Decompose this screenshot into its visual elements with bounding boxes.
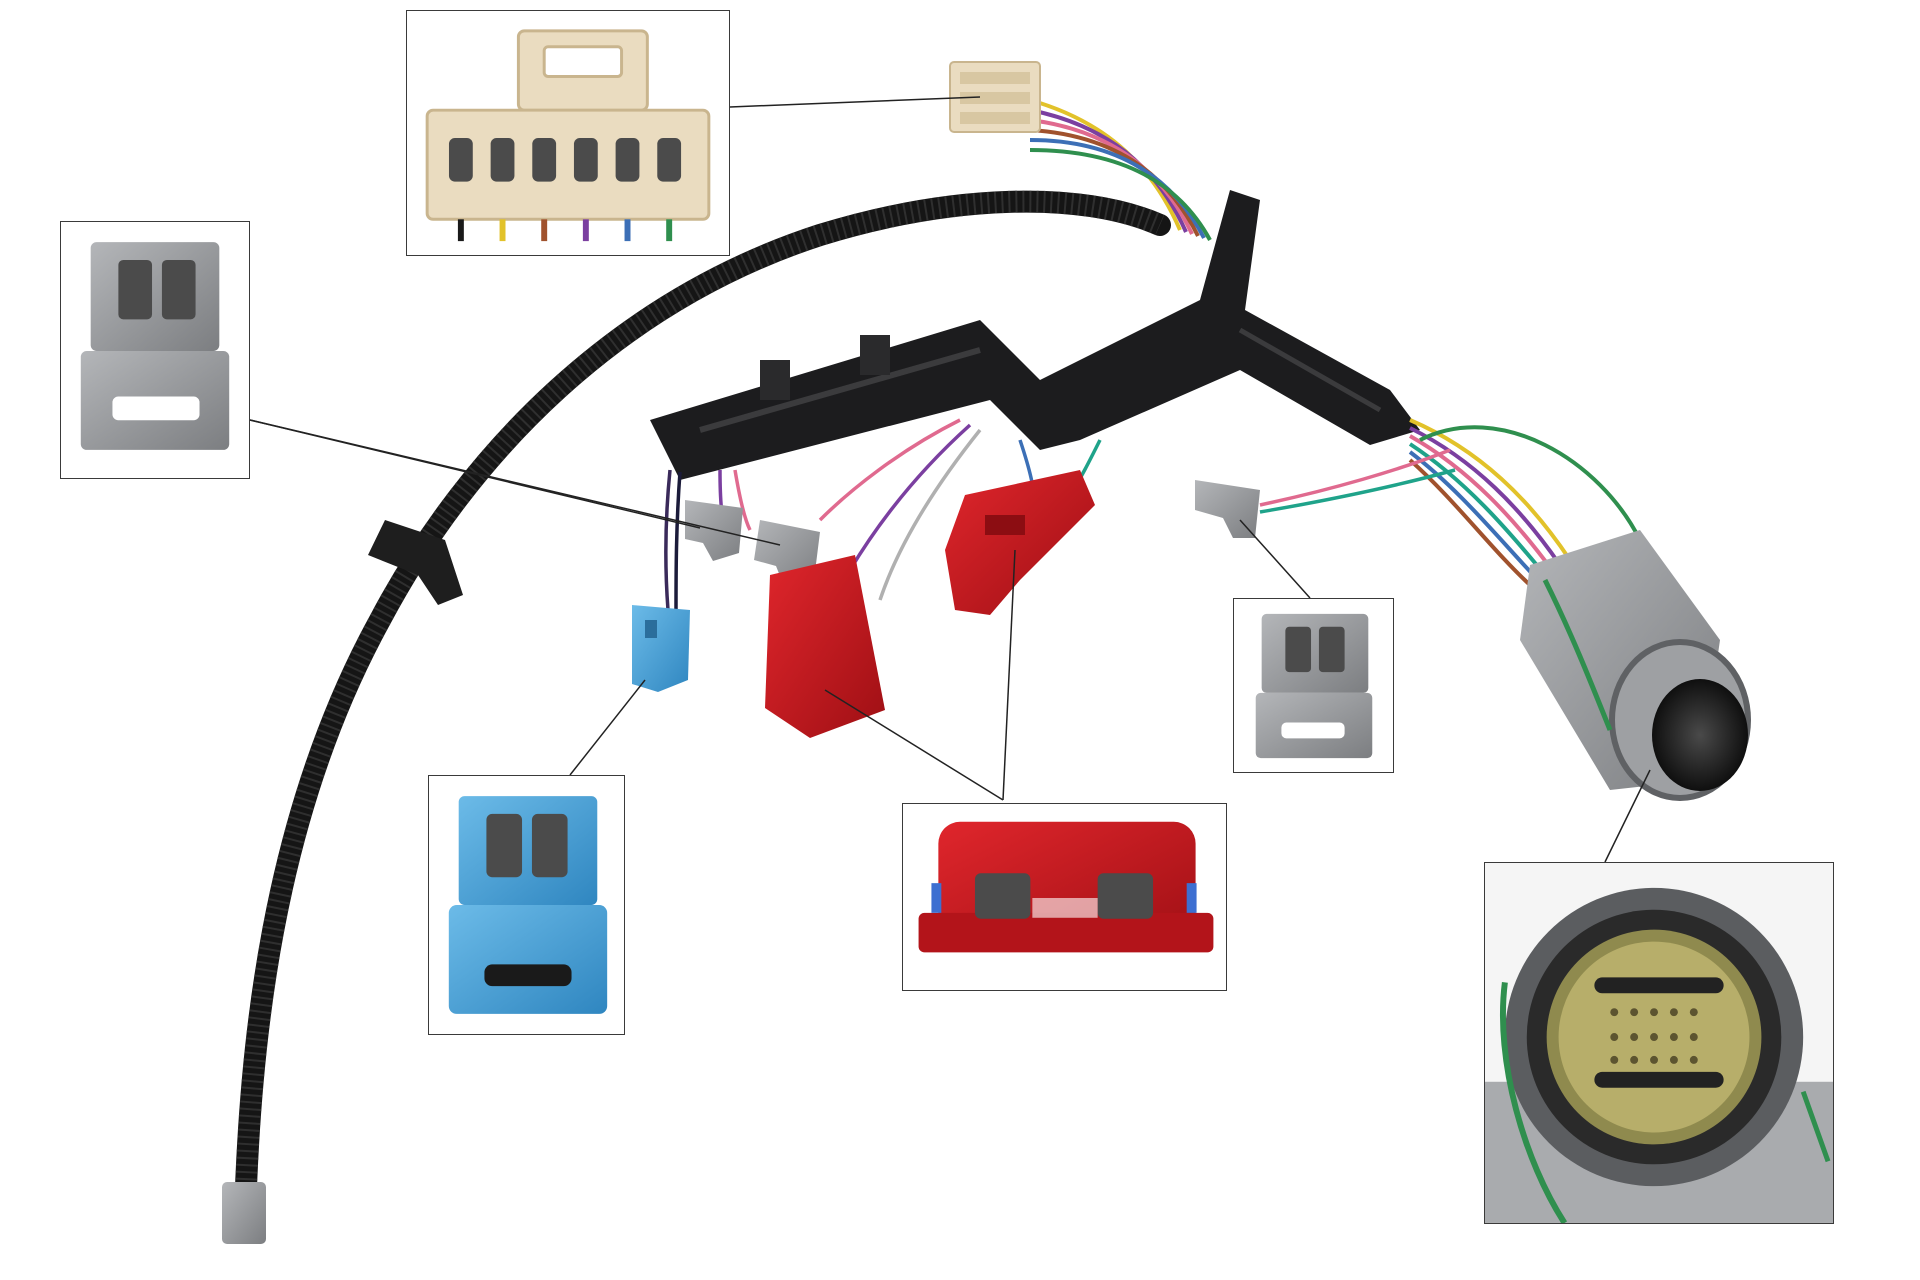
wire-bundle-top <box>1029 98 1212 241</box>
callout-round-connector <box>1484 862 1834 1224</box>
ivory-connector-closeup <box>425 29 711 242</box>
blue-connector-closeup <box>448 796 608 1014</box>
callout-grey-connector-right <box>1233 598 1394 773</box>
callout-grey-connector-left <box>60 221 250 479</box>
grey-connector-left-closeup <box>80 242 230 450</box>
callout-red-connector <box>902 803 1227 991</box>
grey-connector-right-closeup <box>1255 613 1373 759</box>
red-connector-closeup <box>918 821 1214 953</box>
red-connectors <box>765 470 1095 738</box>
leader-lines <box>249 96 1651 863</box>
grey-connector-right <box>1195 480 1260 538</box>
wires-grey-right <box>1259 448 1456 514</box>
round-connector <box>1520 530 1751 801</box>
callout-ivory-connector <box>406 10 730 256</box>
harness-carrier <box>650 190 1420 480</box>
blue-connector <box>632 605 690 692</box>
callout-blue-connector <box>428 775 625 1035</box>
wire-bundle-right <box>1408 418 1642 587</box>
conduit <box>222 190 1171 1244</box>
round-connector-closeup <box>1485 863 1833 1223</box>
ivory-connector <box>949 61 1041 133</box>
